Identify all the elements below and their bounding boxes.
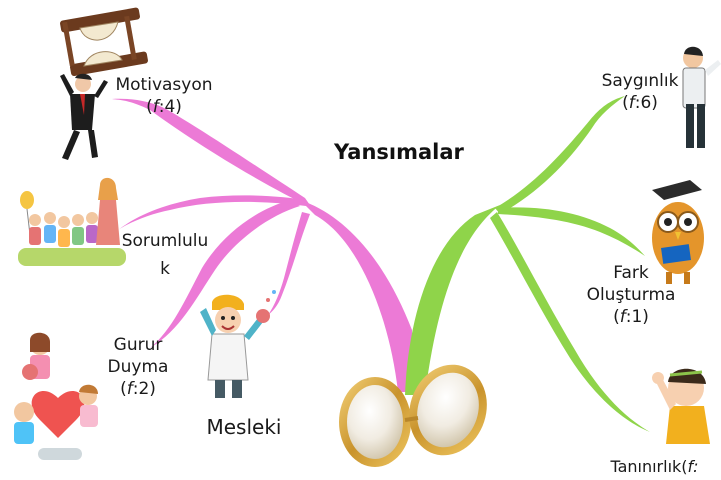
hourglass-businessman-icon [60,7,148,160]
mirror-icon [339,364,487,467]
label-fark-line2: Oluşturma [586,285,676,305]
branch-sorumluluk [118,195,306,230]
children-balloons-icon [18,177,126,266]
left-branches [112,98,412,392]
label-gurur-line2: Duyma [107,357,169,377]
branch-mesleki [268,212,310,315]
label-motivasyon-line2: (f:4) [146,97,182,117]
map-title: Yansımalar [334,140,464,164]
label-taninirlik: Tanınırlık(f: [610,457,699,476]
label-sorumluluk: Sorumlulu k [112,230,218,280]
branch-taninirlik [490,212,650,432]
label-mesleki: Mesleki [206,415,282,439]
graduate-owl-icon [652,180,704,284]
label-fark-line3: (f:1) [613,307,649,327]
label-fark-line1: Fark [613,263,649,283]
branch-sayginlik [495,96,625,214]
waving-boy-icon [652,368,710,444]
label-motivasyon: Motivasyon (f:4) [108,74,220,118]
branch-motivasyon [112,98,312,208]
right-trunk [405,205,500,395]
label-sayginlik-line1: Saygınlık [601,71,679,91]
family-heart-icon [14,332,98,460]
scientist-icon [200,290,276,398]
label-gurur-line1: Gurur [113,335,163,355]
label-gurur-duyma: Gurur Duyma (f:2) [102,334,174,400]
label-fark-olusturma: Fark Oluşturma (f:1) [576,262,686,328]
label-sayginlik: Saygınlık (f:6) [592,70,688,114]
label-motivasyon-line1: Motivasyon [115,75,213,95]
branch-gurur [150,200,300,348]
thinking-man-icon [682,46,721,148]
branch-fark [498,207,645,256]
right-branches [405,96,650,432]
label-gurur-line3: (f:2) [120,379,156,399]
left-trunk [300,200,412,392]
label-sorumluluk-line1: Sorumlulu [121,231,209,251]
label-sayginlik-line2: (f:6) [622,93,658,113]
label-sorumluluk-line2: k [160,259,170,279]
